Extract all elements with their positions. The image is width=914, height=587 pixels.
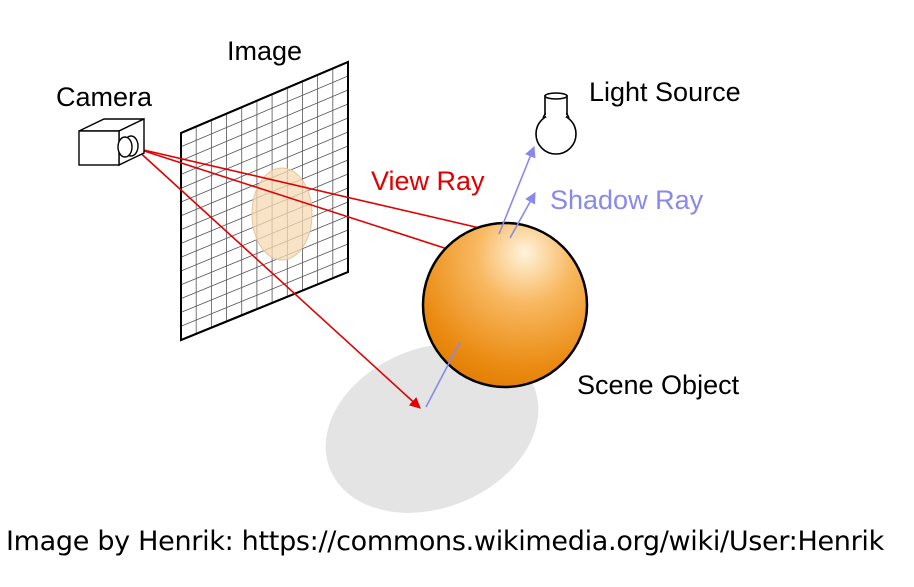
camera-icon	[78, 117, 145, 167]
image-credit-caption: Image by Henrik: https://commons.wikimed…	[6, 526, 884, 557]
image-label: Image	[227, 36, 302, 66]
light-bulb-icon	[535, 92, 577, 155]
image-plane	[180, 60, 349, 342]
view-ray-label: View Ray	[371, 166, 485, 196]
camera-label: Camera	[56, 82, 153, 112]
grid-line-horizontal	[180, 117, 349, 189]
grid-line-horizontal	[180, 131, 349, 203]
scene-object-label: Scene Object	[577, 370, 740, 400]
shadow-rays	[425, 145, 536, 408]
grid-line-horizontal	[180, 75, 349, 148]
grid-line-horizontal	[180, 89, 349, 161]
grid-line-horizontal	[180, 257, 349, 327]
scene-object-sphere	[421, 221, 589, 389]
light-source-label: Light Source	[589, 77, 741, 107]
view-rays	[134, 147, 499, 409]
grid-line-horizontal	[180, 103, 349, 175]
grid-line-horizontal	[180, 243, 349, 313]
grid-line-horizontal	[180, 229, 349, 299]
shadow-ray-label: Shadow Ray	[550, 185, 704, 215]
